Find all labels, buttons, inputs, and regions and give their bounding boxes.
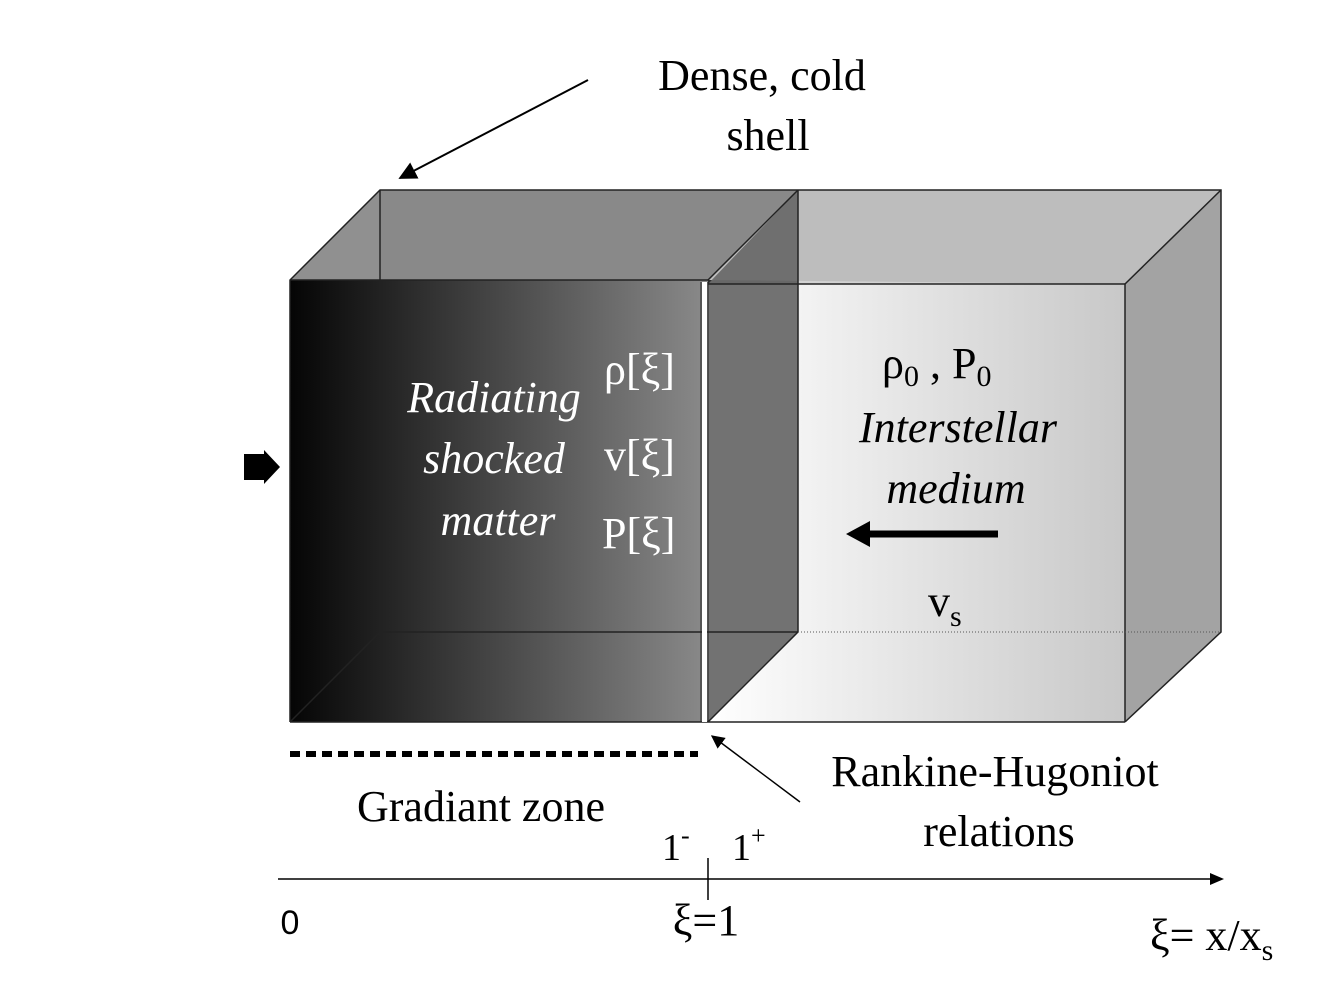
ism-label-line1: Interstellar: [858, 403, 1058, 452]
dense-shell-slab: [708, 190, 798, 722]
gradient-zone-label: Gradiant zone: [357, 782, 605, 831]
dense-shell-arrow: [398, 79, 589, 179]
right-side-face: [1125, 190, 1221, 722]
xi-axis-arrowhead: [1210, 873, 1224, 885]
one-minus-label: 1-: [662, 821, 690, 869]
top-face-right: [708, 190, 1221, 284]
rho0-p0-label: ρ0 , P0: [882, 339, 991, 393]
axis-variable-label: ξ= x/xs: [1150, 911, 1273, 967]
p-of-xi-label: P[ξ]: [602, 509, 675, 558]
top-face-left: [290, 190, 798, 280]
dense-shell-label-line1: Dense, cold: [658, 51, 866, 100]
ism-label-line2: medium: [886, 464, 1025, 513]
one-plus-label: 1+: [732, 821, 766, 869]
v-of-xi-label: v[ξ]: [604, 431, 675, 480]
shock-front-line: [702, 282, 707, 722]
ism-velocity-arrow: [846, 521, 998, 547]
rankine-hugoniot-label-line2: relations: [923, 807, 1075, 856]
radiating-zone-front-face: [290, 280, 708, 722]
vs-label: vs: [928, 577, 962, 633]
radiating-label-line3: matter: [441, 496, 557, 545]
axis-xi-equals-one-label: ξ=1: [673, 896, 739, 945]
left-boundary-arrow: [244, 450, 280, 484]
rankine-hugoniot-label-line1: Rankine-Hugoniot: [831, 747, 1159, 796]
rho-of-xi-label: ρ[ξ]: [604, 345, 675, 394]
radiating-label-line1: Radiating: [406, 373, 581, 422]
rankine-hugoniot-arrow: [710, 735, 801, 803]
dense-shell-label-line2: shell: [726, 111, 809, 160]
axis-zero-label: 0: [281, 904, 300, 942]
radiating-label-line2: shocked: [423, 434, 566, 483]
